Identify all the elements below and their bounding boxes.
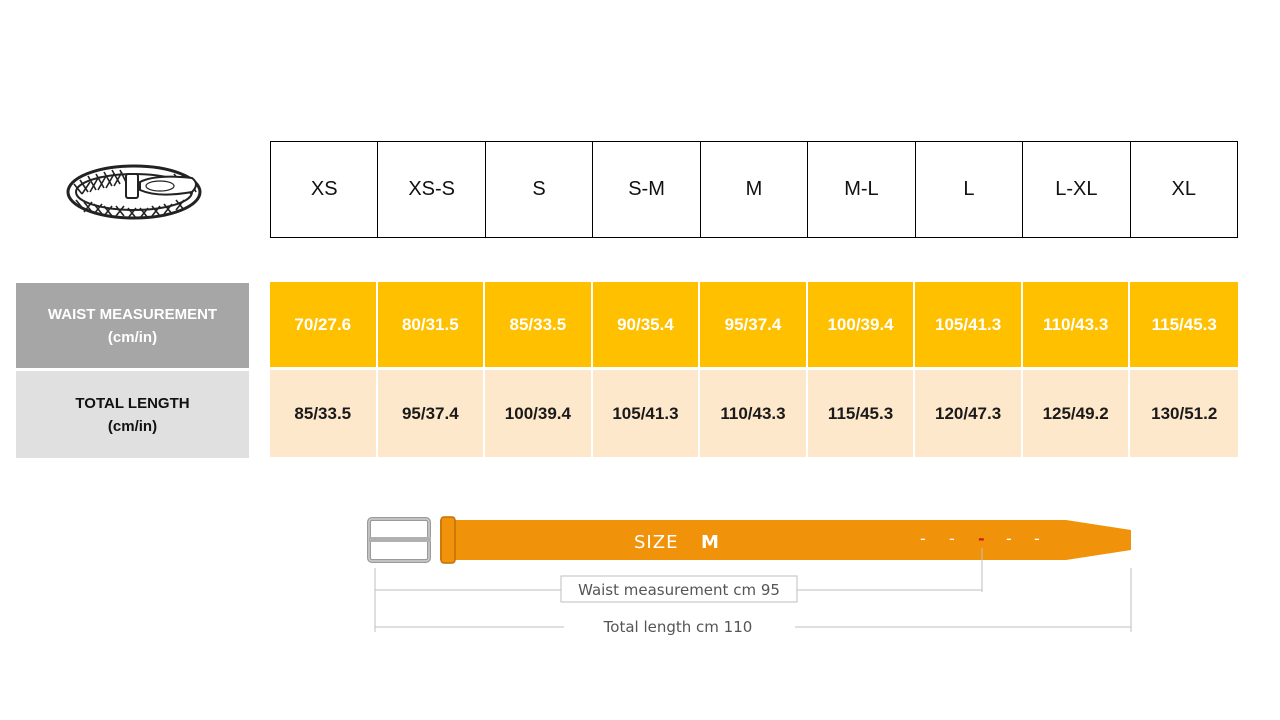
braided-belt-icon xyxy=(66,164,202,220)
waist-value-cell: 90/35.4 xyxy=(593,282,701,367)
size-header-cell: L xyxy=(915,142,1024,238)
size-header-cell: M-L xyxy=(808,142,916,238)
waist-value-cell: 80/31.5 xyxy=(378,282,486,367)
waist-value-cell: 105/41.3 xyxy=(915,282,1023,367)
waist-value-cell: 100/39.4 xyxy=(808,282,916,367)
belt-keeper-loop xyxy=(440,516,456,564)
total-value-cell: 105/41.3 xyxy=(593,370,701,457)
total-value-cell: 125/49.2 xyxy=(1023,370,1131,457)
belt-hole-marker-selected: - xyxy=(978,529,985,548)
belt-hole-marker: - xyxy=(949,529,955,548)
waist-label-unit: (cm/in) xyxy=(107,328,158,346)
size-header-cell: XS-S xyxy=(378,142,486,238)
belt-hole-marker: - xyxy=(1006,529,1012,548)
size-header-grid: XS XS-S S S-M M M-L L L-XL XL xyxy=(270,141,1238,238)
waist-value-cell: 70/27.6 xyxy=(270,282,378,367)
total-length-row: 85/33.5 95/37.4 100/39.4 105/41.3 110/43… xyxy=(270,370,1238,457)
belt-buckle-icon xyxy=(367,517,431,563)
size-header-cell: S xyxy=(485,142,594,238)
belt-size-value: M xyxy=(701,532,719,553)
belt-size-prefix: SIZE xyxy=(634,532,678,553)
waist-measurement-label: WAIST MEASUREMENT (cm/in) xyxy=(16,283,249,368)
total-label-title: TOTAL LENGTH xyxy=(75,394,190,412)
size-header-cell: L-XL xyxy=(1023,142,1131,238)
size-header-cell: XL xyxy=(1130,142,1238,238)
total-length-label: TOTAL LENGTH (cm/in) xyxy=(16,371,249,458)
belt-strap xyxy=(440,520,1131,560)
total-value-cell: 110/43.3 xyxy=(700,370,808,457)
size-header-cell: S-M xyxy=(593,142,701,238)
total-value-cell: 120/47.3 xyxy=(915,370,1023,457)
belt-hole-marker: - xyxy=(1034,529,1040,548)
total-value-cell: 130/51.2 xyxy=(1151,403,1218,423)
waist-value-cell: 110/43.3 xyxy=(1023,282,1131,367)
waist-measurement-row: 70/27.6 80/31.5 85/33.5 90/35.4 95/37.4 … xyxy=(270,282,1238,367)
total-value-cell: 95/37.4 xyxy=(378,370,486,457)
total-label-unit: (cm/in) xyxy=(107,417,158,435)
total-value-cell: 100/39.4 xyxy=(485,370,593,457)
size-header-cell: XS xyxy=(271,142,379,238)
waist-value-cell: 115/45.3 xyxy=(1151,314,1217,334)
size-header-cell: M xyxy=(700,142,809,238)
belt-hole-marker: - xyxy=(920,529,926,548)
total-length-caption: Total length cm 110 xyxy=(603,618,753,636)
total-value-cell: 115/45.3 xyxy=(808,370,916,457)
total-value-cell: 85/33.5 xyxy=(270,370,378,457)
waist-value-cell: 95/37.4 xyxy=(700,282,808,367)
waist-label-title: WAIST MEASUREMENT xyxy=(47,305,218,323)
belt-measurement-diagram: SIZE M - - - - - Waist measurement cm 95… xyxy=(367,516,1132,636)
waist-value-cell: 85/33.5 xyxy=(485,282,593,367)
waist-measurement-caption: Waist measurement cm 95 xyxy=(578,581,780,599)
